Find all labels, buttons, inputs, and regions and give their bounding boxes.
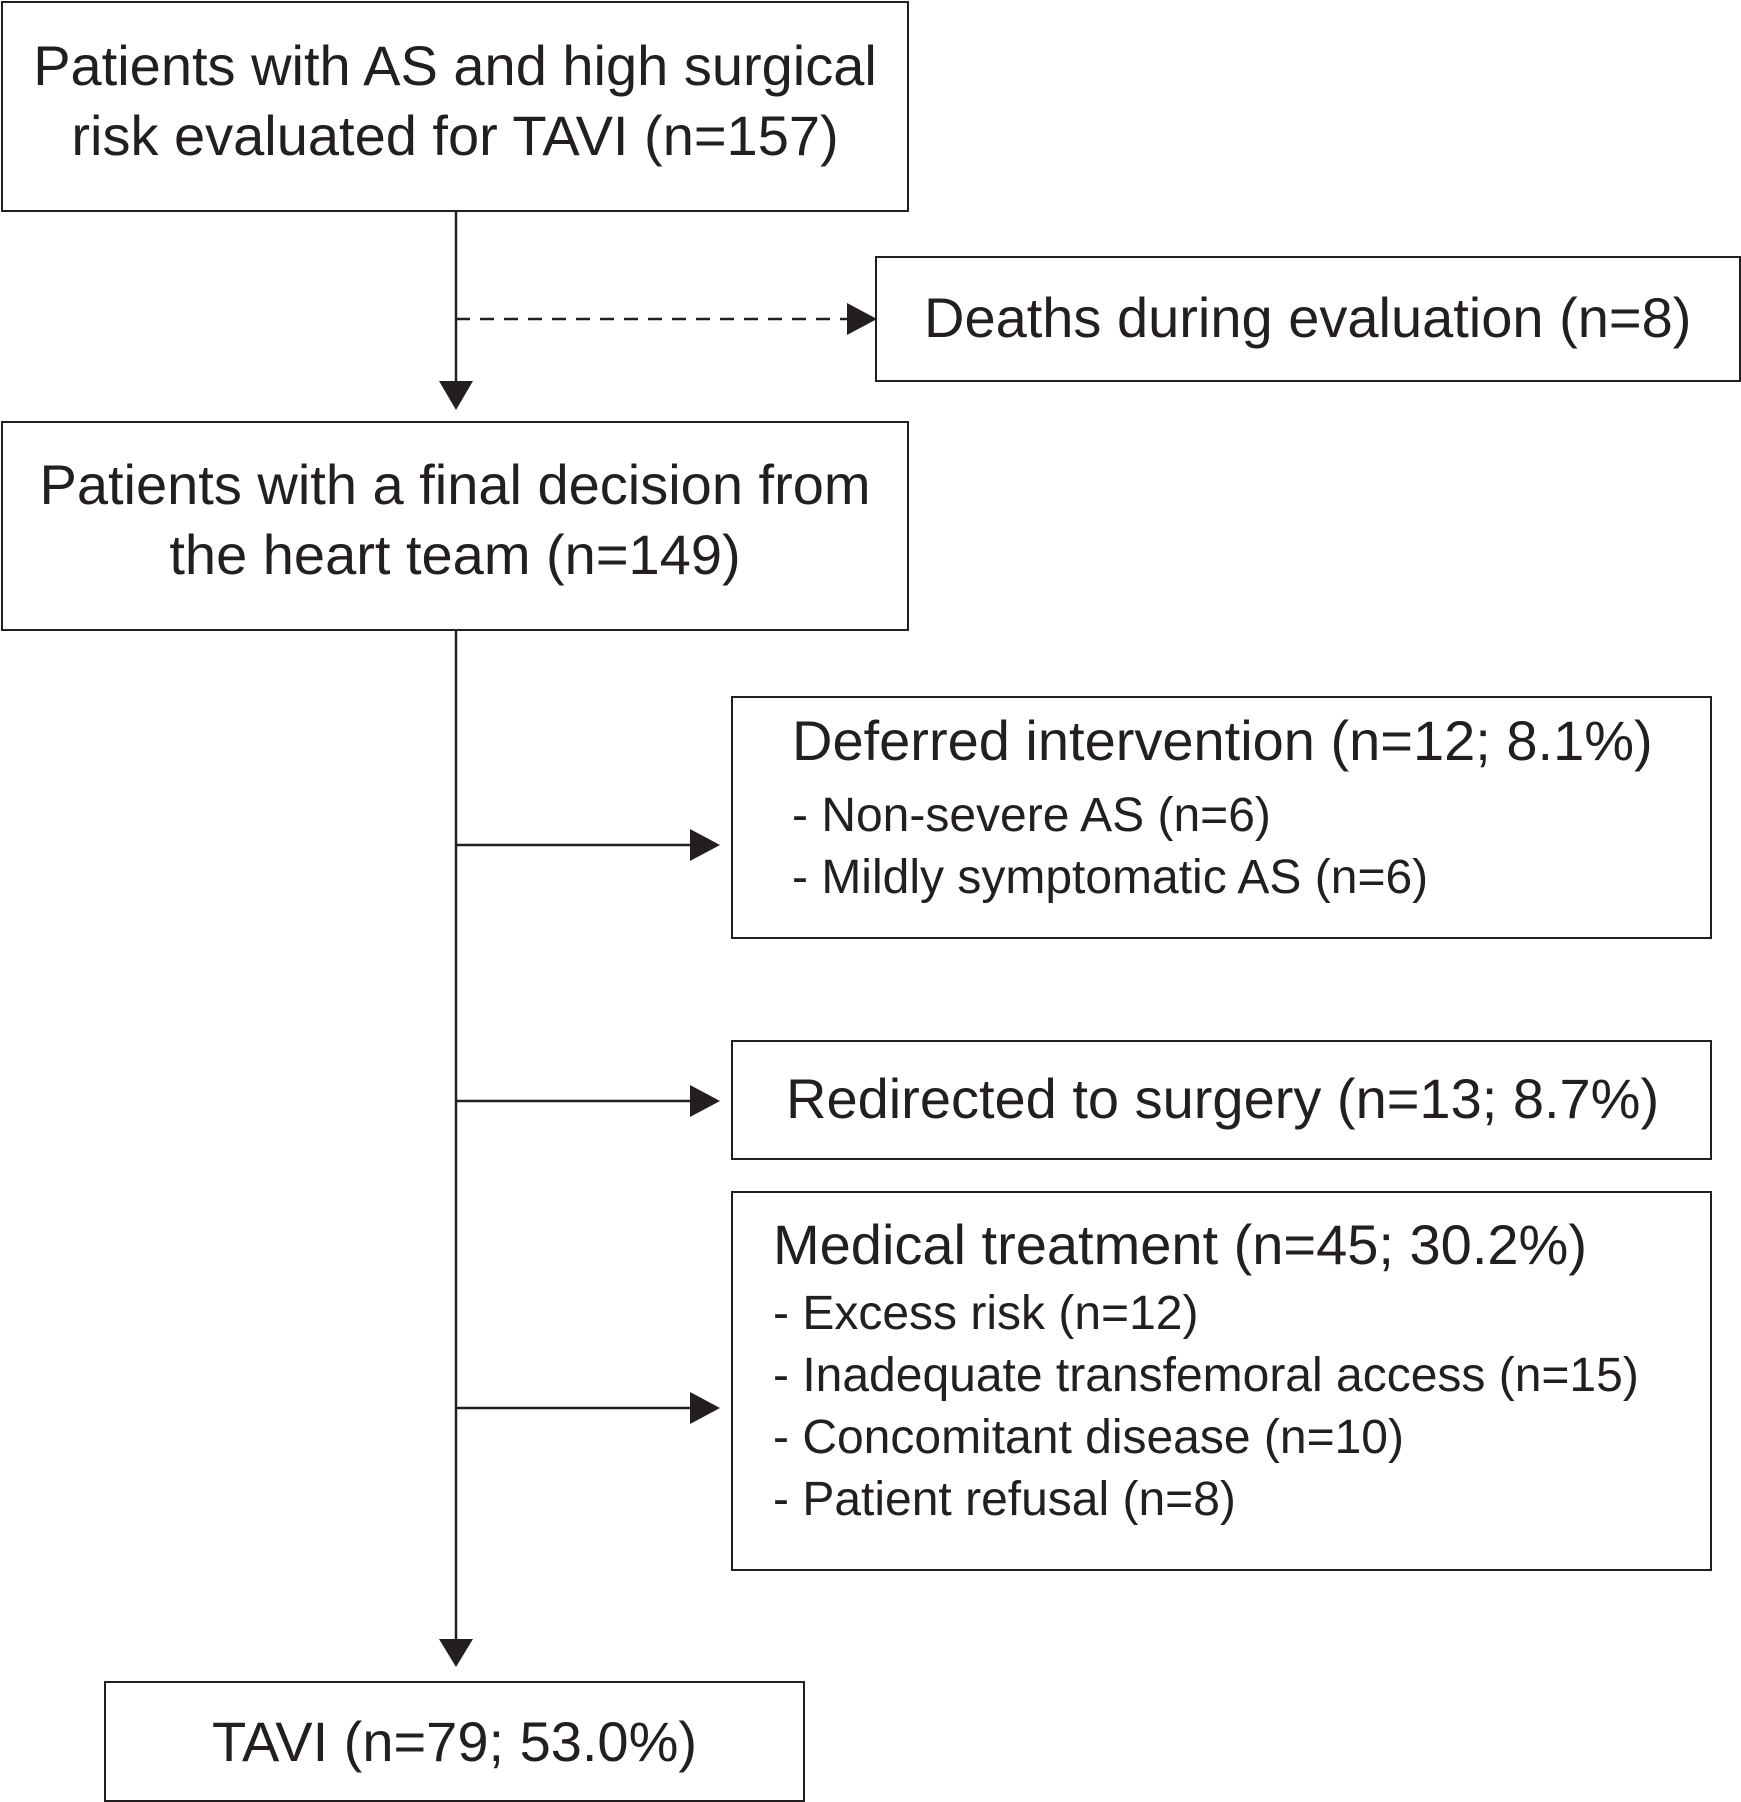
node-start-label: Patients with AS and high surgical risk … <box>33 34 877 167</box>
list-item: - Concomitant disease (n=10) <box>773 1411 1404 1464</box>
deferred-reason-list: - Non-severe AS (n=6) - Mildly symptomat… <box>792 785 1710 909</box>
list-item: - Excess risk (n=12) <box>773 1287 1199 1340</box>
arrowhead-right-icon <box>690 829 720 861</box>
arrowhead-down-icon <box>439 381 473 410</box>
arrowhead-down-icon <box>439 1639 473 1667</box>
node-surgery-label: Redirected to surgery (n=13; 8.7%) <box>786 1067 1660 1130</box>
node-deaths: Deaths during evaluation (n=8) <box>875 256 1741 382</box>
arrowhead-right-icon <box>690 1392 720 1424</box>
node-deferred-title: Deferred intervention (n=12; 8.1%) <box>792 709 1653 772</box>
list-item: - Inadequate transfemoral access (n=15) <box>773 1349 1639 1402</box>
node-medical-title: Medical treatment (n=45; 30.2%) <box>773 1213 1587 1276</box>
node-surgery: Redirected to surgery (n=13; 8.7%) <box>731 1040 1712 1160</box>
list-item: - Patient refusal (n=8) <box>773 1473 1236 1526</box>
node-medical: Medical treatment (n=45; 30.2%) - Excess… <box>731 1191 1712 1571</box>
list-item: - Non-severe AS (n=6) <box>792 789 1271 842</box>
node-tavi-label: TAVI (n=79; 53.0%) <box>211 1710 698 1773</box>
node-tavi: TAVI (n=79; 53.0%) <box>104 1681 805 1802</box>
list-item: - Mildly symptomatic AS (n=6) <box>792 851 1429 904</box>
node-start: Patients with AS and high surgical risk … <box>1 1 909 212</box>
arrowhead-right-icon <box>847 303 877 335</box>
node-deferred: Deferred intervention (n=12; 8.1%) - Non… <box>731 696 1712 939</box>
medical-reason-list: - Excess risk (n=12) - Inadequate transf… <box>773 1283 1710 1531</box>
arrowhead-right-icon <box>690 1085 720 1117</box>
node-final-decision-label: Patients with a final decision from the … <box>39 453 871 586</box>
node-deaths-label: Deaths during evaluation (n=8) <box>924 286 1692 349</box>
node-final-decision: Patients with a final decision from the … <box>1 421 909 631</box>
